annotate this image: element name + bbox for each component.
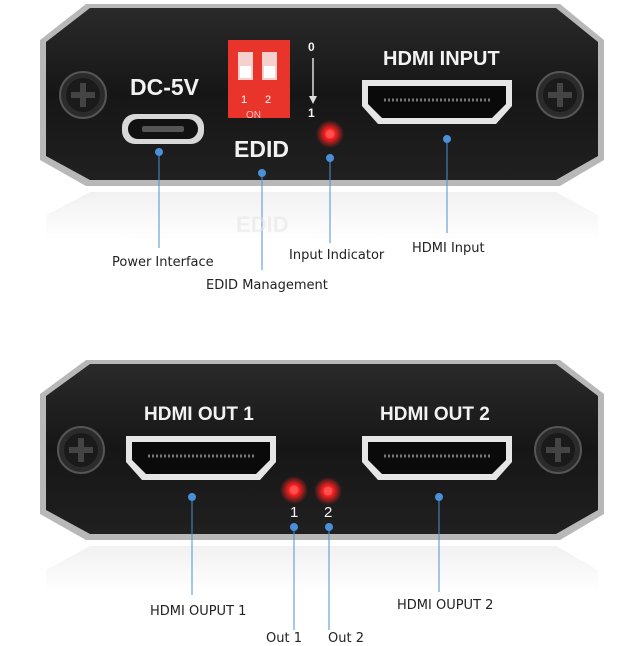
screw-left-bottom-icon [57,426,105,474]
bottom-plate [46,364,598,534]
dip-number-1: 1 [241,94,248,106]
dc-5v-label: DC-5V [130,74,200,100]
dip-on-label: ON [246,110,261,121]
edid-panel-label: EDID [234,136,289,162]
top-callout-lines [155,135,451,270]
screw-right-bottom-icon [534,426,582,474]
bottom-callout-lines [188,493,443,630]
switch-scale-0: 0 [308,40,315,54]
dip-number-2: 2 [265,94,272,106]
screw-right-icon [536,71,584,119]
out1-led-icon [280,476,308,504]
led2-number: 2 [324,504,333,521]
out2-led-icon [314,477,342,505]
callout-out-2: Out 2 [328,631,364,646]
bottom-device-panel [40,360,604,630]
callout-input-indicator: Input Indicator [289,248,385,263]
callout-hdmi-input: HDMI Input [412,241,485,256]
switch-scale-1: 1 [308,106,315,120]
hdmi-out1-port [126,436,276,480]
callout-hdmi-output-2: HDMI OUPUT 2 [397,598,494,613]
screw-left-icon [59,71,107,119]
callout-out-1: Out 1 [266,631,302,646]
top-device-panel [40,4,604,270]
hdmi-out2-port [362,436,512,480]
led1-number: 1 [290,504,299,521]
dc-power-port [122,114,204,144]
bottom-plate-reflection [46,546,598,592]
input-led-icon [316,120,344,148]
edid-dip-switch [228,40,290,118]
callout-power-interface: Power Interface [112,255,214,270]
top-plate [46,8,598,180]
callout-hdmi-output-1: HDMI OUPUT 1 [150,604,247,619]
hdmi-out2-panel-label: HDMI OUT 2 [380,404,490,425]
hdmi-out1-panel-label: HDMI OUT 1 [144,404,254,425]
switch-scale-arrow [309,58,317,104]
top-plate-reflection [46,192,598,240]
edid-reflection-text: EDID [236,212,289,237]
callout-edid-management: EDID Management [206,278,328,293]
hdmi-input-panel-label: HDMI INPUT [383,48,500,70]
hdmi-input-port [362,80,512,124]
